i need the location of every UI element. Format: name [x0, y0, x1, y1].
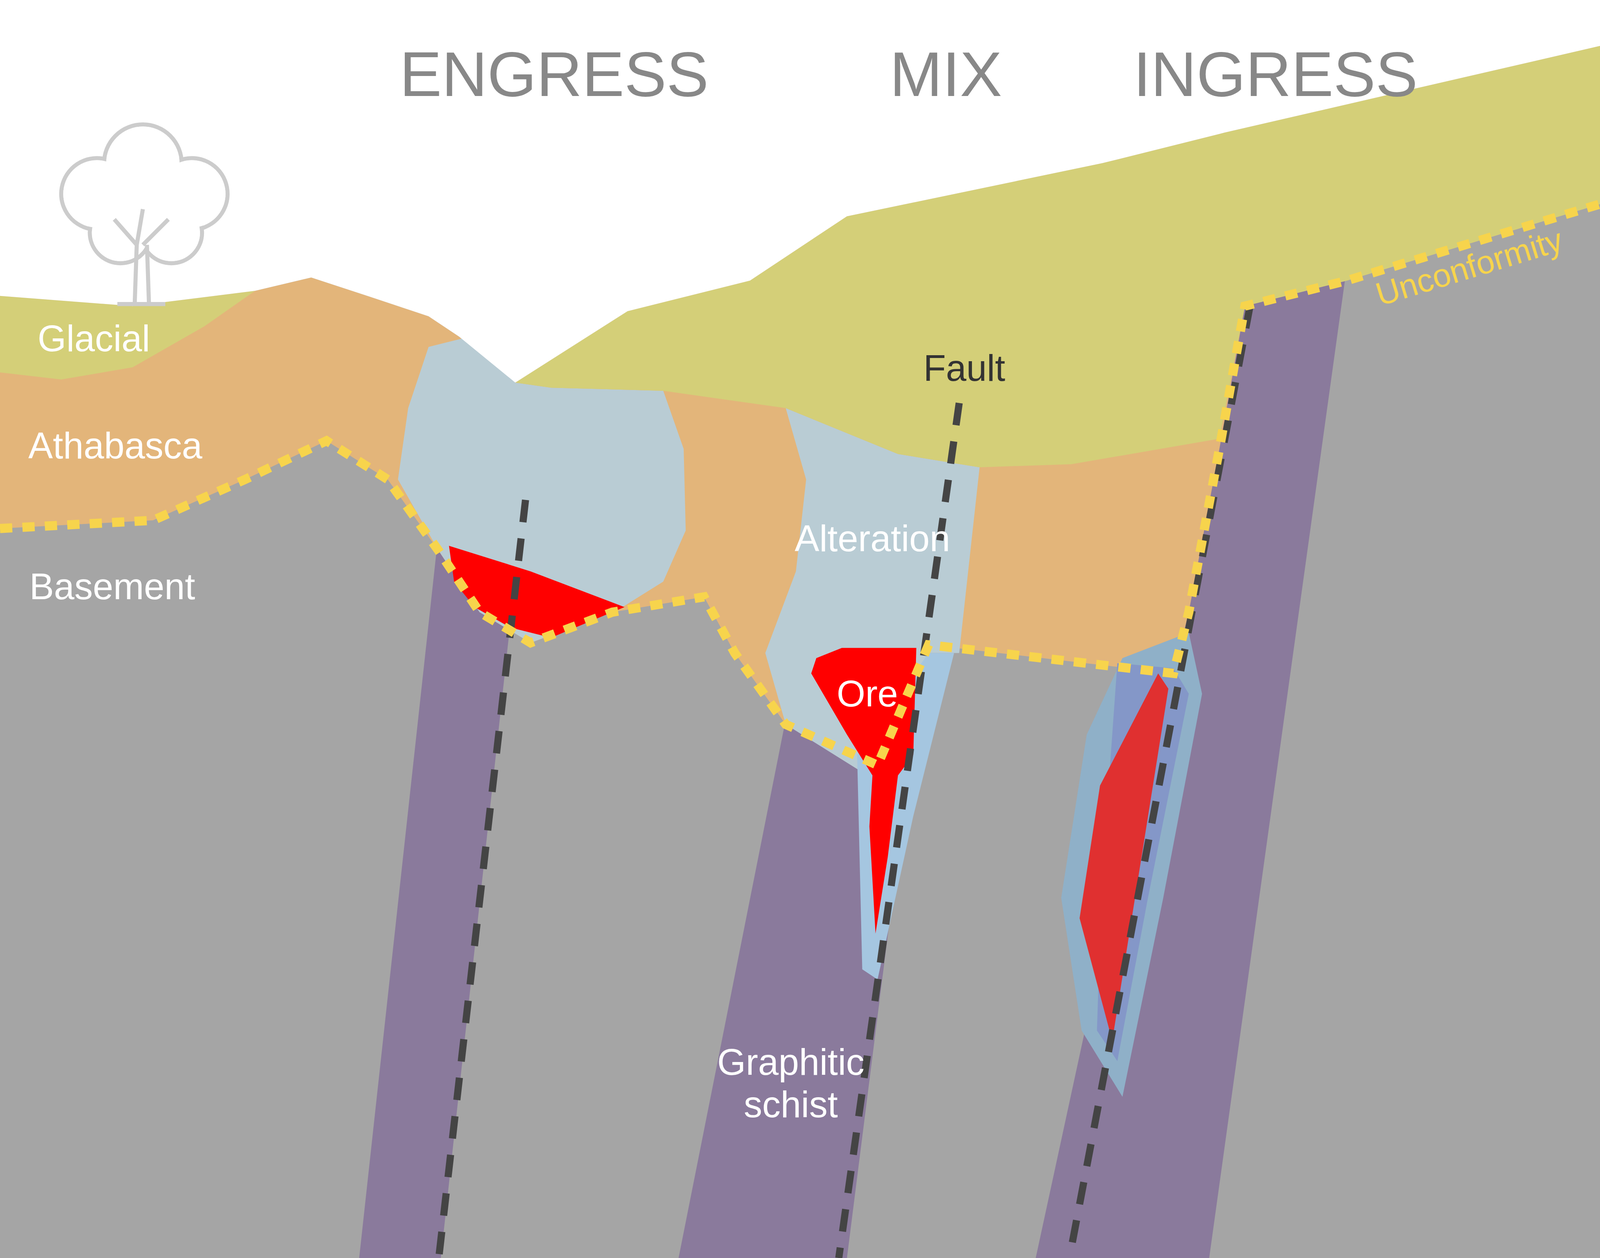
- fault-line: [438, 500, 526, 1258]
- schist-band: [359, 530, 521, 1258]
- ore-label: Ore: [836, 672, 898, 716]
- fault-label: Fault: [923, 347, 1006, 390]
- fault-lines: [438, 306, 1250, 1258]
- rock-label: Graphitic schist: [717, 1041, 865, 1126]
- layer-label: Glacial: [37, 317, 150, 360]
- fault-line: [1069, 306, 1250, 1258]
- zone-title: INGRESS: [1133, 38, 1418, 111]
- unconformity-line: [0, 204, 1600, 766]
- ore-body: [1079, 673, 1169, 1041]
- layer-label: Athabasca: [28, 424, 203, 468]
- alteration-halo: [1061, 632, 1202, 1097]
- zone-title: ENGRESS: [399, 38, 709, 111]
- layer-label: Basement: [29, 565, 195, 608]
- ore-body: [811, 648, 917, 934]
- tree-icon: [61, 124, 228, 304]
- alteration-label: Alteration: [794, 517, 951, 560]
- sky: [0, 0, 1600, 383]
- ore-body: [448, 546, 625, 638]
- zone-title: MIX: [889, 38, 1002, 111]
